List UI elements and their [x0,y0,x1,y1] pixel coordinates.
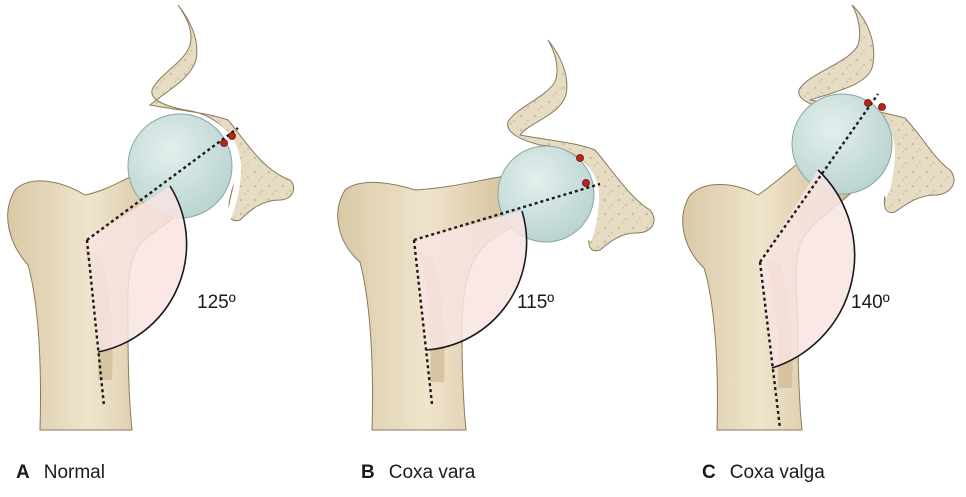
angle-arc [97,185,188,353]
angle-wedge [414,211,527,350]
angle-wedge [87,186,187,352]
neck-axis-line [413,182,601,242]
neck-axis-line [86,127,239,241]
pelvis-bone [798,4,955,213]
shaft-axis-line [758,261,782,429]
pelvis-bone [148,4,295,222]
panel-a: 125º [7,4,295,431]
marker-dot [878,103,886,111]
femoral-head [791,93,893,195]
panel-title: Coxa vara [388,462,476,483]
femoral-head [127,113,233,219]
caption-b: B Coxa vara [361,462,475,484]
angle-label: 125º [197,292,236,313]
panel-letter: B [361,462,375,483]
marker-dot [582,179,590,187]
angle-arc [771,169,856,369]
caption-a: A Normal [16,462,105,484]
angle-label: 140º [851,292,890,313]
panel-b: 115º [337,39,655,431]
marker-dot [576,154,584,162]
marker-dot [864,99,872,107]
panel-title: Normal [43,462,105,483]
angle-arc [425,210,528,351]
caption-c: C Coxa valga [702,462,825,484]
marker-dot [228,132,236,140]
angle-label: 115º [517,292,554,313]
panel-title: Coxa valga [729,462,825,483]
shaft-axis-line [85,239,106,407]
angle-wedge [760,170,855,368]
neck-axis-line [759,93,879,263]
pelvis-bone [507,39,655,252]
panel-letter: C [702,462,716,483]
panel-letter: A [16,462,30,483]
panel-c: 140º [682,4,955,431]
marker-dot [220,139,228,147]
